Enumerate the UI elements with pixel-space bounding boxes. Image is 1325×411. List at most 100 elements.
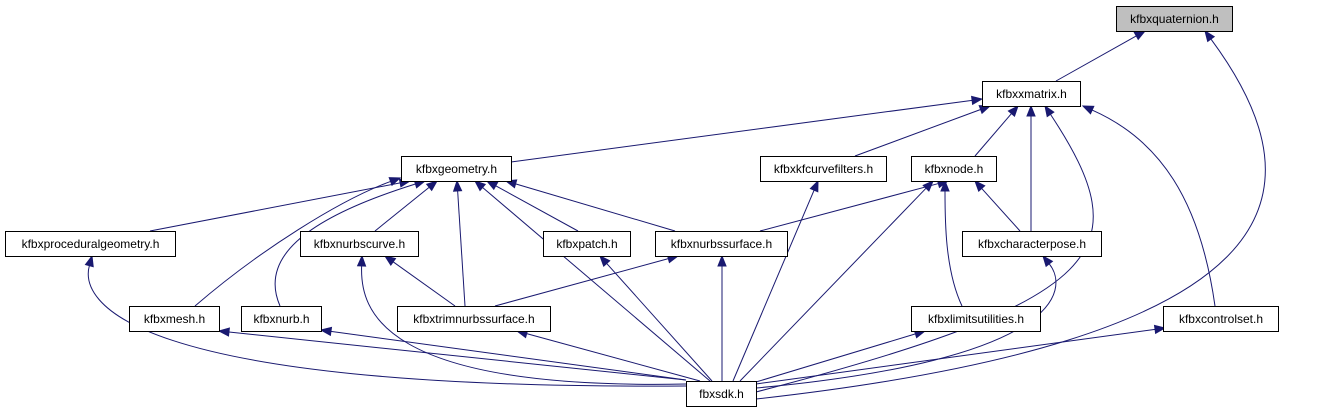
- edge-line: [374, 186, 430, 232]
- arrowhead-icon: [356, 254, 367, 267]
- node-label: kfbxnurbssurface.h: [671, 237, 772, 251]
- edge-fbxsdk-to-nurbscurve: [356, 254, 687, 385]
- node-label: kfbxnurb.h: [253, 312, 309, 326]
- node-nurbscurve[interactable]: kfbxnurbscurve.h: [300, 231, 419, 257]
- edge-fbxsdk-to-mesh: [217, 327, 687, 381]
- edge-line: [981, 188, 1021, 232]
- edge-fbxsdk-to-nurbssurf: [717, 254, 727, 381]
- node-label: kfbxnode.h: [925, 162, 984, 176]
- node-mesh[interactable]: kfbxmesh.h: [129, 306, 220, 332]
- arrowhead-icon: [1007, 104, 1019, 118]
- edge-fbxsdk-to-quat: [755, 29, 1266, 400]
- edge-fbxsdk-to-matrix: [755, 104, 1094, 393]
- edge-line: [606, 263, 713, 382]
- node-label: fbxsdk.h: [699, 387, 744, 401]
- edge-line: [755, 114, 1094, 393]
- node-label: kfbxmesh.h: [144, 312, 205, 326]
- arrowhead-icon: [319, 326, 333, 337]
- edge-line: [194, 180, 391, 307]
- node-label: kfbxcontrolset.h: [1179, 312, 1263, 326]
- node-box: [911, 156, 997, 182]
- arrowhead-icon: [452, 179, 463, 192]
- node-nurbssurf[interactable]: kfbxnurbssurface.h: [655, 231, 788, 257]
- node-box: [982, 81, 1081, 107]
- edge-line: [732, 190, 815, 382]
- arrowhead-icon: [1042, 254, 1054, 268]
- node-controlset[interactable]: kfbxcontrolset.h: [1163, 306, 1279, 332]
- edge-line: [1055, 35, 1137, 82]
- node-box: [397, 306, 551, 332]
- arrowhead-icon: [473, 180, 487, 192]
- arrowhead-icon: [940, 179, 950, 192]
- edge-nurbssurf-to-node: [759, 179, 950, 232]
- node-label: kfbxnurbscurve.h: [314, 237, 405, 251]
- edge-fbxsdk-to-controlset: [755, 324, 1167, 385]
- node-box: [300, 231, 419, 257]
- node-box: [760, 156, 887, 182]
- node-label: kfbxtrimnurbssurface.h: [413, 312, 534, 326]
- arrowhead-icon: [388, 177, 402, 187]
- edge-fbxsdk-to-kfcurve: [732, 179, 819, 382]
- arrowhead-icon: [809, 179, 819, 193]
- edge-controlset-to-matrix: [1081, 105, 1216, 307]
- arrowhead-icon: [922, 180, 934, 192]
- node-node[interactable]: kfbxnode.h: [911, 156, 997, 182]
- edge-line: [944, 190, 963, 307]
- edge-matrix-to-quat: [1055, 30, 1147, 82]
- edge-line: [87, 265, 687, 387]
- edge-fbxsdk-to-geometry: [473, 180, 711, 382]
- edge-line: [739, 187, 927, 382]
- node-box: [911, 306, 1041, 332]
- edge-line: [228, 331, 687, 381]
- node-matrix[interactable]: kfbxxmatrix.h: [982, 81, 1081, 107]
- node-box: [1116, 6, 1233, 32]
- node-label: kfbxlimitsutilities.h: [928, 312, 1024, 326]
- node-label: kfbxquaternion.h: [1130, 12, 1219, 26]
- edge-fbxsdk-to-node: [739, 180, 934, 382]
- edge-trimnurbs-to-nurbssurf: [494, 254, 680, 307]
- node-box: [962, 231, 1102, 257]
- arrowhead-icon: [217, 327, 230, 337]
- node-kfcurve[interactable]: kfbxkfcurvefilters.h: [760, 156, 887, 182]
- edge-geometry-to-matrix: [510, 95, 984, 163]
- edge-node-to-matrix: [974, 104, 1019, 157]
- node-label: kfbxcharacterpose.h: [978, 237, 1086, 251]
- arrowhead-icon: [1044, 104, 1055, 118]
- node-trimnurbs[interactable]: kfbxtrimnurbssurface.h: [397, 306, 551, 332]
- node-box: [241, 306, 322, 332]
- node-label: kfbxxmatrix.h: [996, 87, 1067, 101]
- edge-trimnurbs-to-nurbscurve: [383, 255, 456, 307]
- node-nurb[interactable]: kfbxnurb.h: [241, 306, 322, 332]
- edge-nurbscurve-to-geometry: [374, 180, 439, 232]
- nodes-layer: kfbxquaternion.h kfbxxmatrix.h kfbxgeometr…: [5, 6, 1279, 407]
- edge-line: [361, 265, 687, 385]
- arrowhead-icon: [1026, 104, 1036, 117]
- node-box: [401, 156, 512, 182]
- node-patch[interactable]: kfbxpatch.h: [543, 231, 631, 257]
- edge-procgeom-to-geometry: [149, 178, 412, 232]
- node-label: kfbxkfcurvefilters.h: [774, 162, 873, 176]
- node-box: [129, 306, 220, 332]
- arrowhead-icon: [1153, 324, 1167, 335]
- edge-line: [482, 187, 711, 382]
- node-fbxsdk[interactable]: fbxsdk.h: [686, 381, 757, 407]
- edge-line: [515, 183, 676, 232]
- edge-fbxsdk-to-procgeom: [84, 254, 687, 387]
- node-label: kfbxpatch.h: [556, 237, 617, 251]
- node-quat[interactable]: kfbxquaternion.h: [1116, 6, 1233, 32]
- node-geometry[interactable]: kfbxgeometry.h: [401, 156, 512, 182]
- edge-line: [1091, 109, 1216, 307]
- node-charpose[interactable]: kfbxcharacterpose.h: [962, 231, 1102, 257]
- arrowhead-icon: [383, 255, 397, 266]
- node-box: [5, 231, 176, 257]
- node-box: [543, 231, 631, 257]
- edge-line: [854, 109, 981, 157]
- edge-line: [759, 183, 939, 232]
- edge-line: [510, 99, 973, 163]
- node-box: [655, 231, 788, 257]
- edge-line: [755, 38, 1266, 400]
- node-limit[interactable]: kfbxlimitsutilities.h: [911, 306, 1041, 332]
- node-procgeom[interactable]: kfbxproceduralgeometry.h: [5, 231, 176, 257]
- edge-line: [755, 333, 916, 383]
- edge-fbxsdk-to-nurb: [319, 326, 687, 381]
